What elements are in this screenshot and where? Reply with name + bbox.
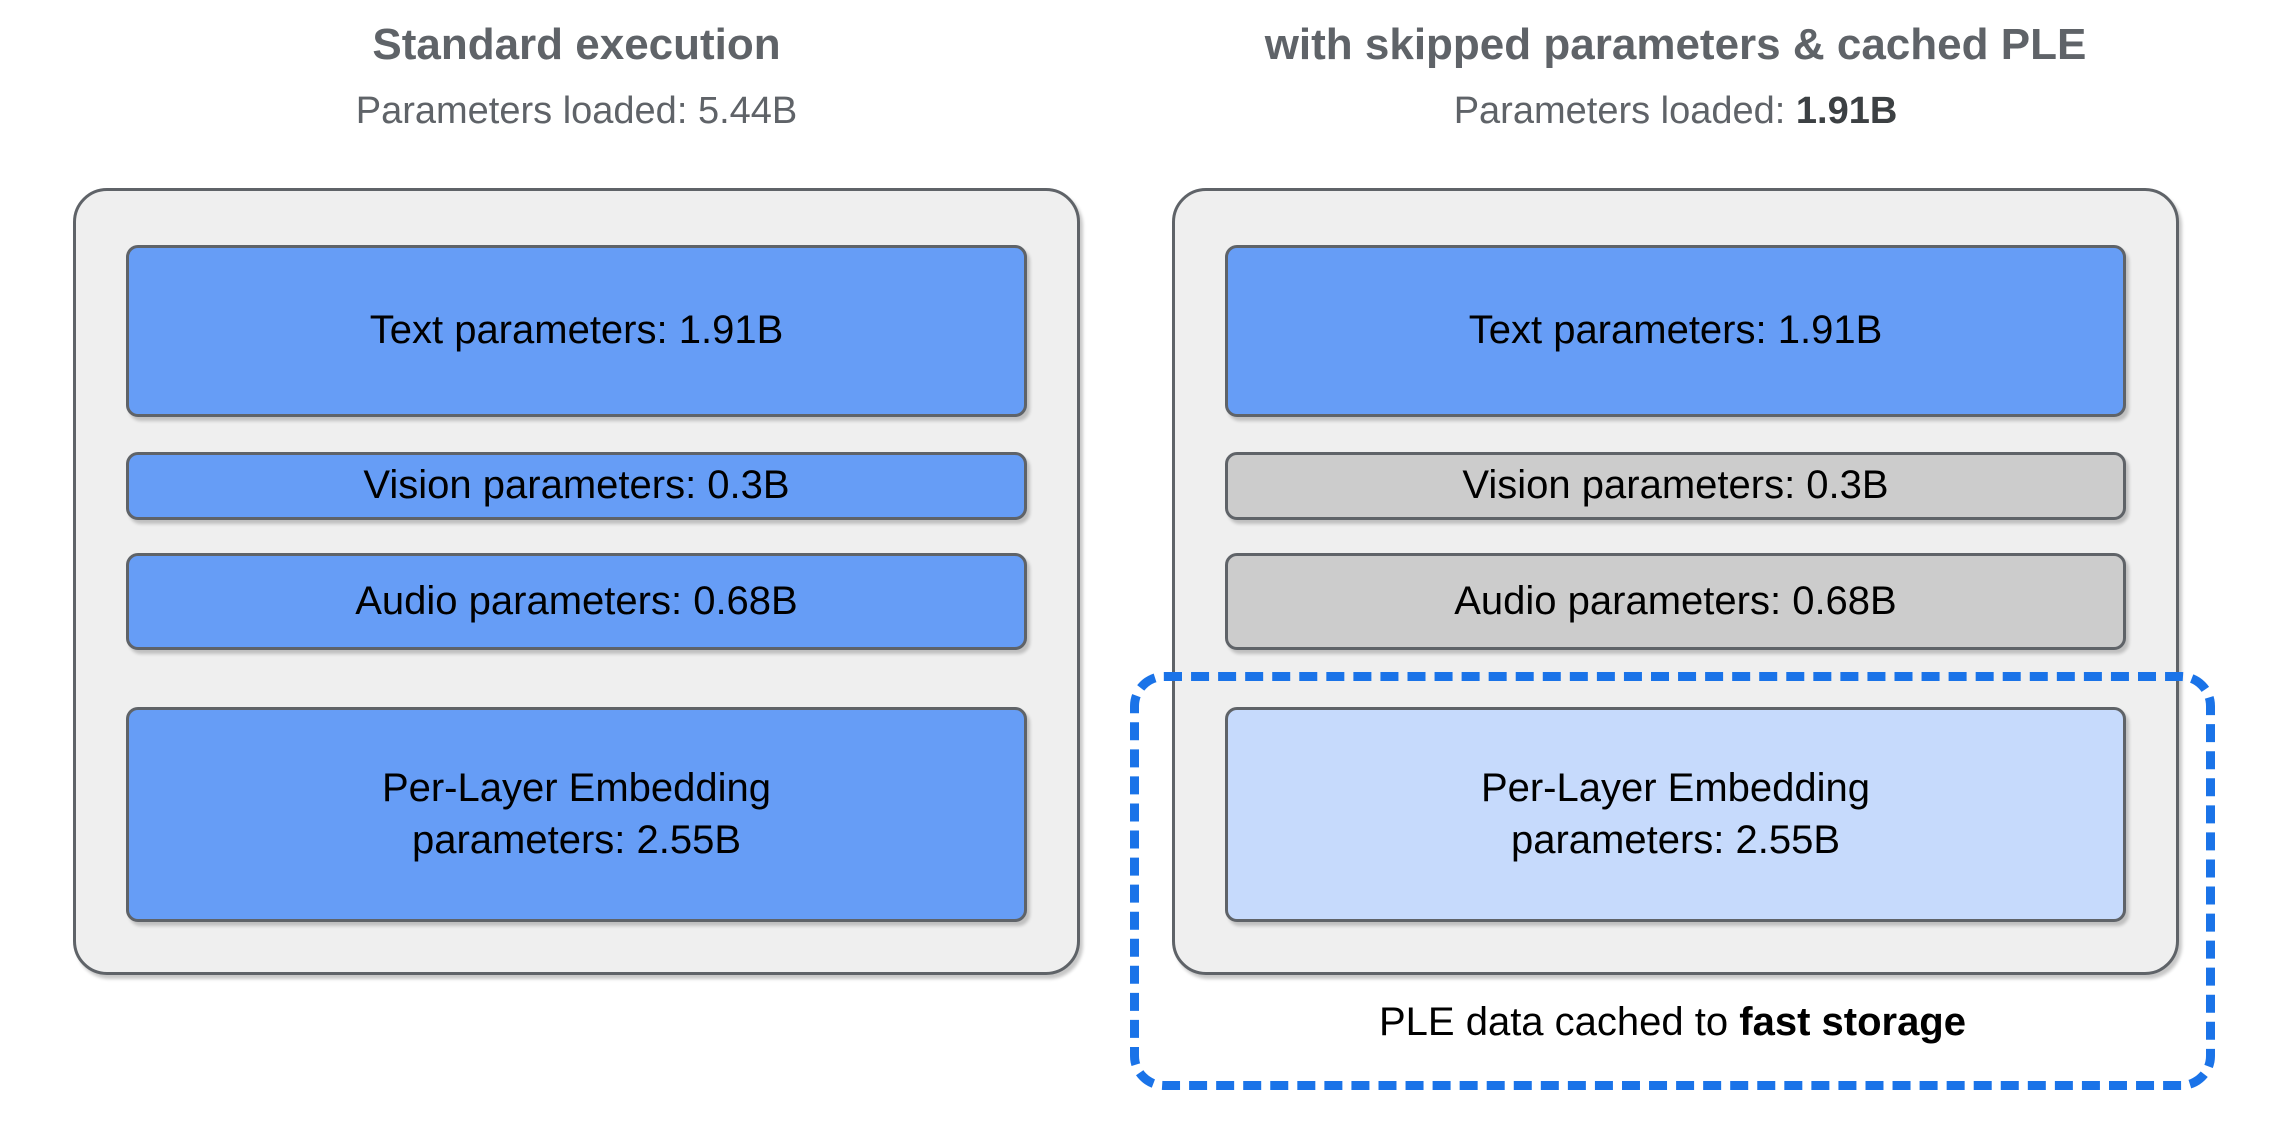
subtitle-value-skipped-cached: 1.91B [1795, 90, 1898, 133]
bar-label-skipped-text: Text parameters: 1.91B [1468, 308, 1883, 353]
bar-standard-text[interactable]: Text parameters: 1.91B [126, 245, 1027, 417]
bar-label-cached-ple-line1: Per-Layer Embedding [1480, 766, 1871, 811]
bar-label-cached-ple-line2: parameters: 2.55B [1510, 817, 1841, 862]
cache-caption-emphasis: fast storage [1739, 1000, 1966, 1044]
cache-caption-prefix: PLE data cached to [1378, 1000, 1740, 1044]
cache-region-caption: PLE data cached to fast storage [1130, 1000, 2215, 1045]
column-subtitle-standard: Parameters loaded: 5.44B [73, 90, 1080, 133]
bar-skipped-audio[interactable]: Audio parameters: 0.68B [1225, 553, 2126, 650]
bar-label-standard-ple-line1: Per-Layer Embedding [381, 766, 772, 811]
bar-label-standard-text: Text parameters: 1.91B [369, 308, 784, 353]
bar-label-standard-ple: Per-Layer Embedding parameters: 2.55B [372, 763, 781, 865]
subtitle-prefix-standard: Parameters loaded: [355, 90, 698, 133]
bar-cached-ple[interactable]: Per-Layer Embedding parameters: 2.55B [1225, 707, 2126, 922]
bar-skipped-text[interactable]: Text parameters: 1.91B [1225, 245, 2126, 417]
bar-label-cached-ple: Per-Layer Embedding parameters: 2.55B [1471, 763, 1880, 865]
bar-label-standard-ple-line2: parameters: 2.55B [411, 817, 742, 862]
bar-skipped-vision[interactable]: Vision parameters: 0.3B [1225, 452, 2126, 520]
bar-label-standard-audio: Audio parameters: 0.68B [355, 578, 798, 623]
bar-standard-vision[interactable]: Vision parameters: 0.3B [126, 452, 1027, 520]
subtitle-value-standard: 5.44B [697, 90, 798, 133]
subtitle-prefix-skipped-cached: Parameters loaded: [1453, 90, 1796, 133]
bar-label-skipped-vision: Vision parameters: 0.3B [1462, 463, 1889, 508]
column-header-standard: Standard execution Parameters loaded: 5.… [73, 20, 1080, 133]
column-title-skipped-cached: with skipped parameters & cached PLE [1264, 20, 2087, 69]
column-header-skipped-cached: with skipped parameters & cached PLE Par… [1172, 20, 2179, 133]
bar-label-skipped-audio: Audio parameters: 0.68B [1454, 578, 1897, 623]
column-title-standard: Standard execution [372, 20, 781, 69]
column-subtitle-skipped-cached: Parameters loaded: 1.91B [1172, 90, 2179, 133]
bar-standard-ple[interactable]: Per-Layer Embedding parameters: 2.55B [126, 707, 1027, 922]
bar-standard-audio[interactable]: Audio parameters: 0.68B [126, 553, 1027, 650]
bar-label-standard-vision: Vision parameters: 0.3B [363, 463, 790, 508]
